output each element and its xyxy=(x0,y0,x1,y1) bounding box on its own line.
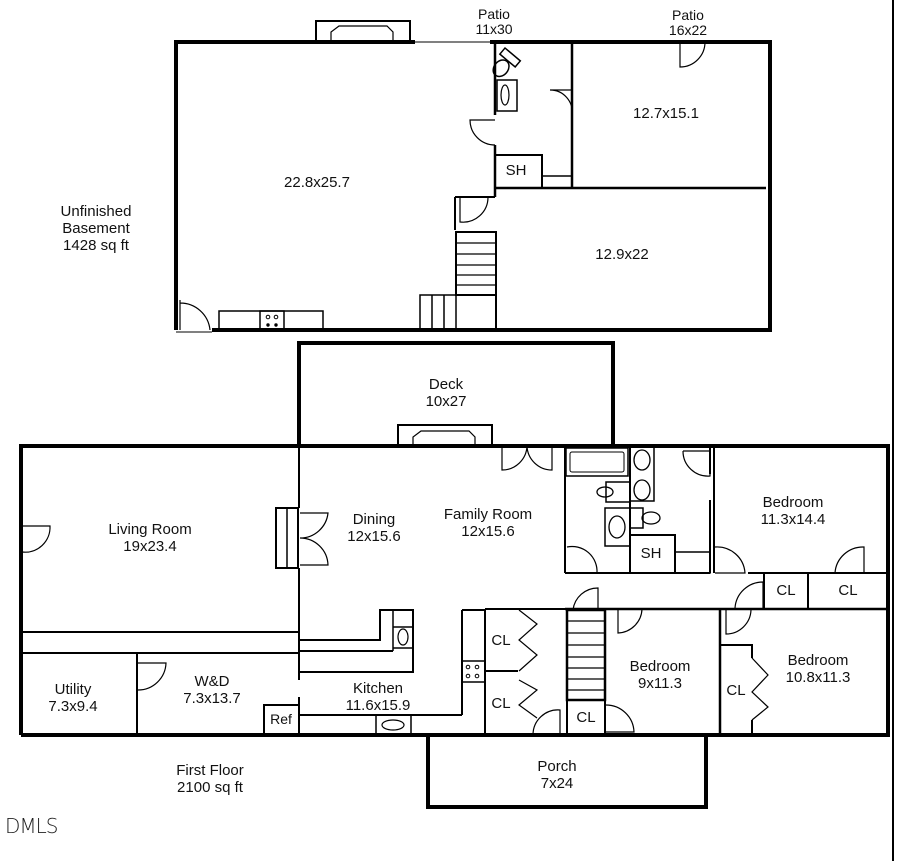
stove-icon xyxy=(265,314,279,327)
deck-label: Deck 10x27 xyxy=(425,376,467,410)
basement-room-main: 22.8x25.7 xyxy=(284,174,350,191)
basement-room-upper-right: 12.7x15.1 xyxy=(633,105,699,122)
closet-label: CL xyxy=(838,582,858,599)
dining-label: Dining 12x15.6 xyxy=(347,511,401,545)
patio-label-1: Patio 11x30 xyxy=(475,6,513,37)
bedroom-1-label: Bedroom 11.3x14.4 xyxy=(760,494,826,528)
patio-label-2: Patio 16x22 xyxy=(668,7,708,38)
deck-plan xyxy=(297,341,615,446)
first-floor-label: First Floor 2100 sq ft xyxy=(176,762,244,796)
closet-label: CL xyxy=(776,582,796,599)
first-floor-plan xyxy=(19,444,890,809)
bedroom-3-label: Bedroom 10.8x11.3 xyxy=(785,652,851,686)
watermark: DMLS xyxy=(5,814,58,838)
living-room-label: Living Room 19x23.4 xyxy=(108,521,192,555)
shower-label: SH xyxy=(640,545,662,562)
toilet-icon xyxy=(492,46,522,78)
closet-label: CL xyxy=(726,682,746,699)
porch-label: Porch 7x24 xyxy=(537,758,577,792)
family-room-label: Family Room 12x15.6 xyxy=(443,506,533,540)
closet-label: CL xyxy=(491,632,511,649)
basement-room-lower-right: 12.9x22 xyxy=(595,246,649,263)
basement-shower-label: SH xyxy=(505,162,527,179)
basement-label: Unfinished Basement 1428 sq ft xyxy=(60,203,132,254)
utility-label: Utility 7.3x9.4 xyxy=(48,681,98,715)
closet-label: CL xyxy=(491,695,511,712)
wd-label: W&D 7.3x13.7 xyxy=(183,673,241,707)
ref-label: Ref xyxy=(270,711,292,727)
bedroom-2-label: Bedroom 9x11.3 xyxy=(629,658,691,692)
closet-label: CL xyxy=(576,709,596,726)
basement-plan xyxy=(174,20,772,333)
kitchen-label: Kitchen 11.6x15.9 xyxy=(345,680,411,714)
